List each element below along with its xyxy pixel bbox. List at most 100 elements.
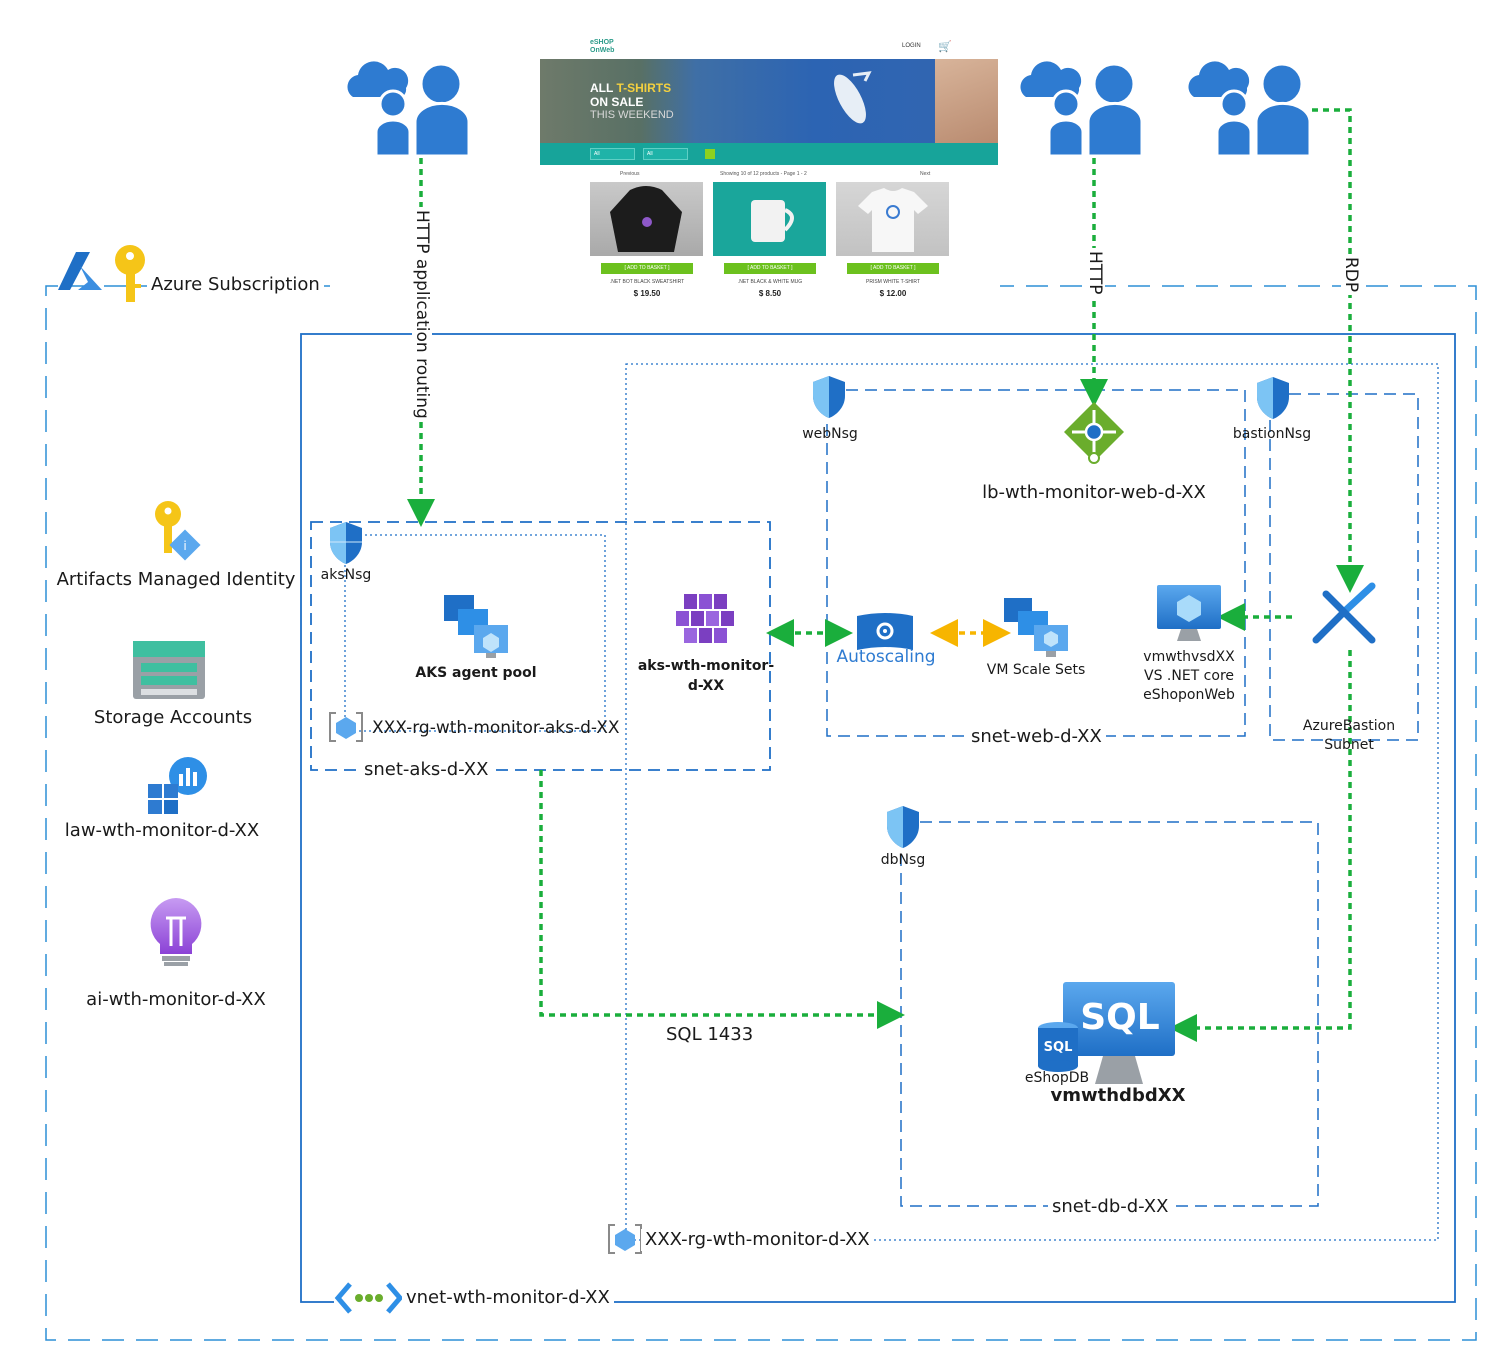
- app-insights-icon: [150, 898, 202, 966]
- bastion-nsg-shield-icon: [1257, 377, 1289, 419]
- add-to-basket-button-3[interactable]: [ ADD TO BASKET ]: [847, 263, 939, 274]
- vs-vm-label-line3: eShoponWeb: [1143, 687, 1235, 703]
- flow-sql-1433: [539, 770, 905, 1029]
- product-price-1: $ 19.50: [633, 289, 661, 298]
- aks-node-rg-icon: [329, 712, 363, 742]
- web-subnet-label: snet-web-d-XX: [967, 726, 1106, 748]
- log-analytics-icon: [148, 757, 207, 814]
- load-balancer-icon: [1064, 402, 1124, 464]
- aks-nsg-shield-icon: [330, 522, 362, 564]
- aks-agent-pool-icon: [444, 595, 508, 658]
- http-app-routing-label: HTTP application routing: [412, 207, 432, 422]
- sql-1433-label: SQL 1433: [662, 1024, 758, 1046]
- product-name-3: PRISM WHITE T-SHIRT: [866, 279, 920, 285]
- vnet-label: vnet-wth-monitor-d-XX: [402, 1287, 614, 1309]
- mug-image: [751, 200, 794, 242]
- subscription-label: Azure Subscription: [147, 274, 324, 296]
- sql-vm-label: vmwthdbdXX: [1050, 1085, 1186, 1106]
- eshop-login-link[interactable]: LOGIN: [902, 43, 921, 49]
- product-image-mug: [713, 182, 826, 256]
- aks-subnet-label: snet-aks-d-XX: [360, 759, 493, 781]
- vnet-icon: [334, 1278, 404, 1318]
- aks-nsg-label: aksNsg: [320, 567, 372, 583]
- eshop-logo-line2: OnWeb: [590, 47, 615, 54]
- aks-node-rg-label: XXX-rg-wth-monitor-aks-d-XX: [372, 718, 620, 738]
- sweatshirt-image: [610, 186, 682, 252]
- vm-scale-set-icon: [1004, 598, 1068, 657]
- azure-logo-icon: [58, 252, 102, 290]
- app-insights-label: ai-wth-monitor-d-XX: [86, 989, 266, 1010]
- hero-arm-image: [935, 59, 998, 143]
- web-nsg-shield-icon: [813, 376, 845, 418]
- db-nsg-shield-icon: [887, 806, 919, 848]
- pager-previous[interactable]: Previous: [620, 171, 640, 177]
- pager-next[interactable]: Next: [920, 171, 931, 177]
- product-price-3: $ 12.00: [879, 289, 907, 298]
- key-icon: [115, 245, 145, 302]
- tshirt-image: [858, 188, 928, 252]
- bastion-nsg-label: bastionNsg: [1232, 426, 1312, 442]
- managed-identity-label: Artifacts Managed Identity: [56, 569, 296, 590]
- rg-label: XXX-rg-wth-monitor-d-XX: [641, 1229, 874, 1251]
- sql-database-icon: [1038, 1022, 1078, 1072]
- type-filter-select[interactable]: All: [643, 148, 688, 160]
- bastion-icon: [1312, 582, 1376, 644]
- eshop-logo: eSHOP OnWeb: [590, 39, 614, 55]
- bastion-label-line1: AzureBastion: [1302, 718, 1396, 734]
- product-image-sweatshirt: [590, 182, 703, 256]
- aks-agent-pool-label: AKS agent pool: [415, 665, 537, 681]
- bastion-label-line2: Subnet: [1324, 737, 1374, 753]
- sql-vm-badge: SQL: [1080, 997, 1160, 1038]
- db-nsg-label: dbNsg: [880, 852, 926, 868]
- brand-filter-select[interactable]: All: [590, 148, 635, 160]
- cart-icon[interactable]: 🛒: [938, 41, 952, 53]
- product-name-1: .NET BOT BLACK SWEATSHIRT: [609, 279, 685, 285]
- vnet-boundary: [300, 333, 1456, 1303]
- storage-account-icon: [133, 641, 205, 699]
- storage-accounts-label: Storage Accounts: [93, 707, 253, 728]
- hero-shirt-logo: [834, 71, 872, 124]
- add-to-basket-button-2[interactable]: [ ADD TO BASKET ]: [724, 263, 816, 274]
- eshop-hero-banner: ALL T-SHIRTS ON SALE THIS WEEKEND: [540, 59, 998, 143]
- resource-group-boundary: [625, 363, 1439, 1241]
- sql-vm-icon: [1063, 982, 1175, 1084]
- autoscaling-label: Autoscaling: [836, 647, 936, 667]
- vs-vm-label-line1: vmwthvsdXX: [1143, 649, 1235, 665]
- autoscaling-icon: [857, 613, 913, 650]
- filter-apply-button[interactable]: [705, 149, 715, 159]
- rg-icon: [608, 1224, 642, 1254]
- aks-cluster-label-line2: d-XX: [687, 678, 725, 694]
- hero-line2: ON SALE: [590, 95, 644, 109]
- flow-rdp: [1312, 108, 1364, 593]
- product-image-tshirt: [836, 182, 949, 256]
- law-label: law-wth-monitor-d-XX: [64, 820, 260, 841]
- rdp-label: RDP: [1341, 254, 1361, 296]
- add-to-basket-button-1[interactable]: [ ADD TO BASKET ]: [601, 263, 693, 274]
- eshop-logo-line1: eSHOP: [590, 39, 614, 46]
- hero-line1-b: T-SHIRTS: [616, 81, 672, 95]
- product-name-2: .NET BLACK & WHITE MUG: [737, 279, 803, 285]
- subscription-boundary: [45, 285, 1477, 1341]
- hero-headline: ALL T-SHIRTS ON SALE: [590, 81, 671, 109]
- svg-text:i: i: [183, 539, 186, 553]
- vs-vm-icon: [1157, 585, 1221, 641]
- hero-line3: THIS WEEKEND: [590, 109, 674, 121]
- web-nsg-label: webNsg: [802, 426, 858, 442]
- eshopdb-label: eShopDB: [1024, 1070, 1090, 1086]
- hero-line1-a: ALL: [590, 81, 617, 95]
- eshop-header: eSHOP OnWeb LOGIN 🛒: [540, 35, 998, 59]
- aks-cluster-label-line1: aks-wth-monitor-: [637, 658, 775, 674]
- vs-vm-label-line2: VS .NET core: [1143, 668, 1235, 684]
- user-cloud-icon-1: [347, 61, 471, 158]
- managed-identity-icon: i: [155, 501, 201, 561]
- lb-label: lb-wth-monitor-web-d-XX: [982, 482, 1206, 503]
- pager-status: Showing 10 of 12 products - Page 1 - 2: [720, 171, 807, 177]
- bastion-subnet-boundary: [1269, 393, 1419, 741]
- db-subnet-label: snet-db-d-XX: [1048, 1196, 1173, 1218]
- product-price-2: $ 8.50: [758, 289, 782, 298]
- vmss-label: VM Scale Sets: [986, 662, 1086, 678]
- eshop-web-screenshot: eSHOP OnWeb LOGIN 🛒 ALL T-SHIRTS ON SALE…: [540, 35, 998, 307]
- sql-db-badge: SQL: [1043, 1040, 1073, 1055]
